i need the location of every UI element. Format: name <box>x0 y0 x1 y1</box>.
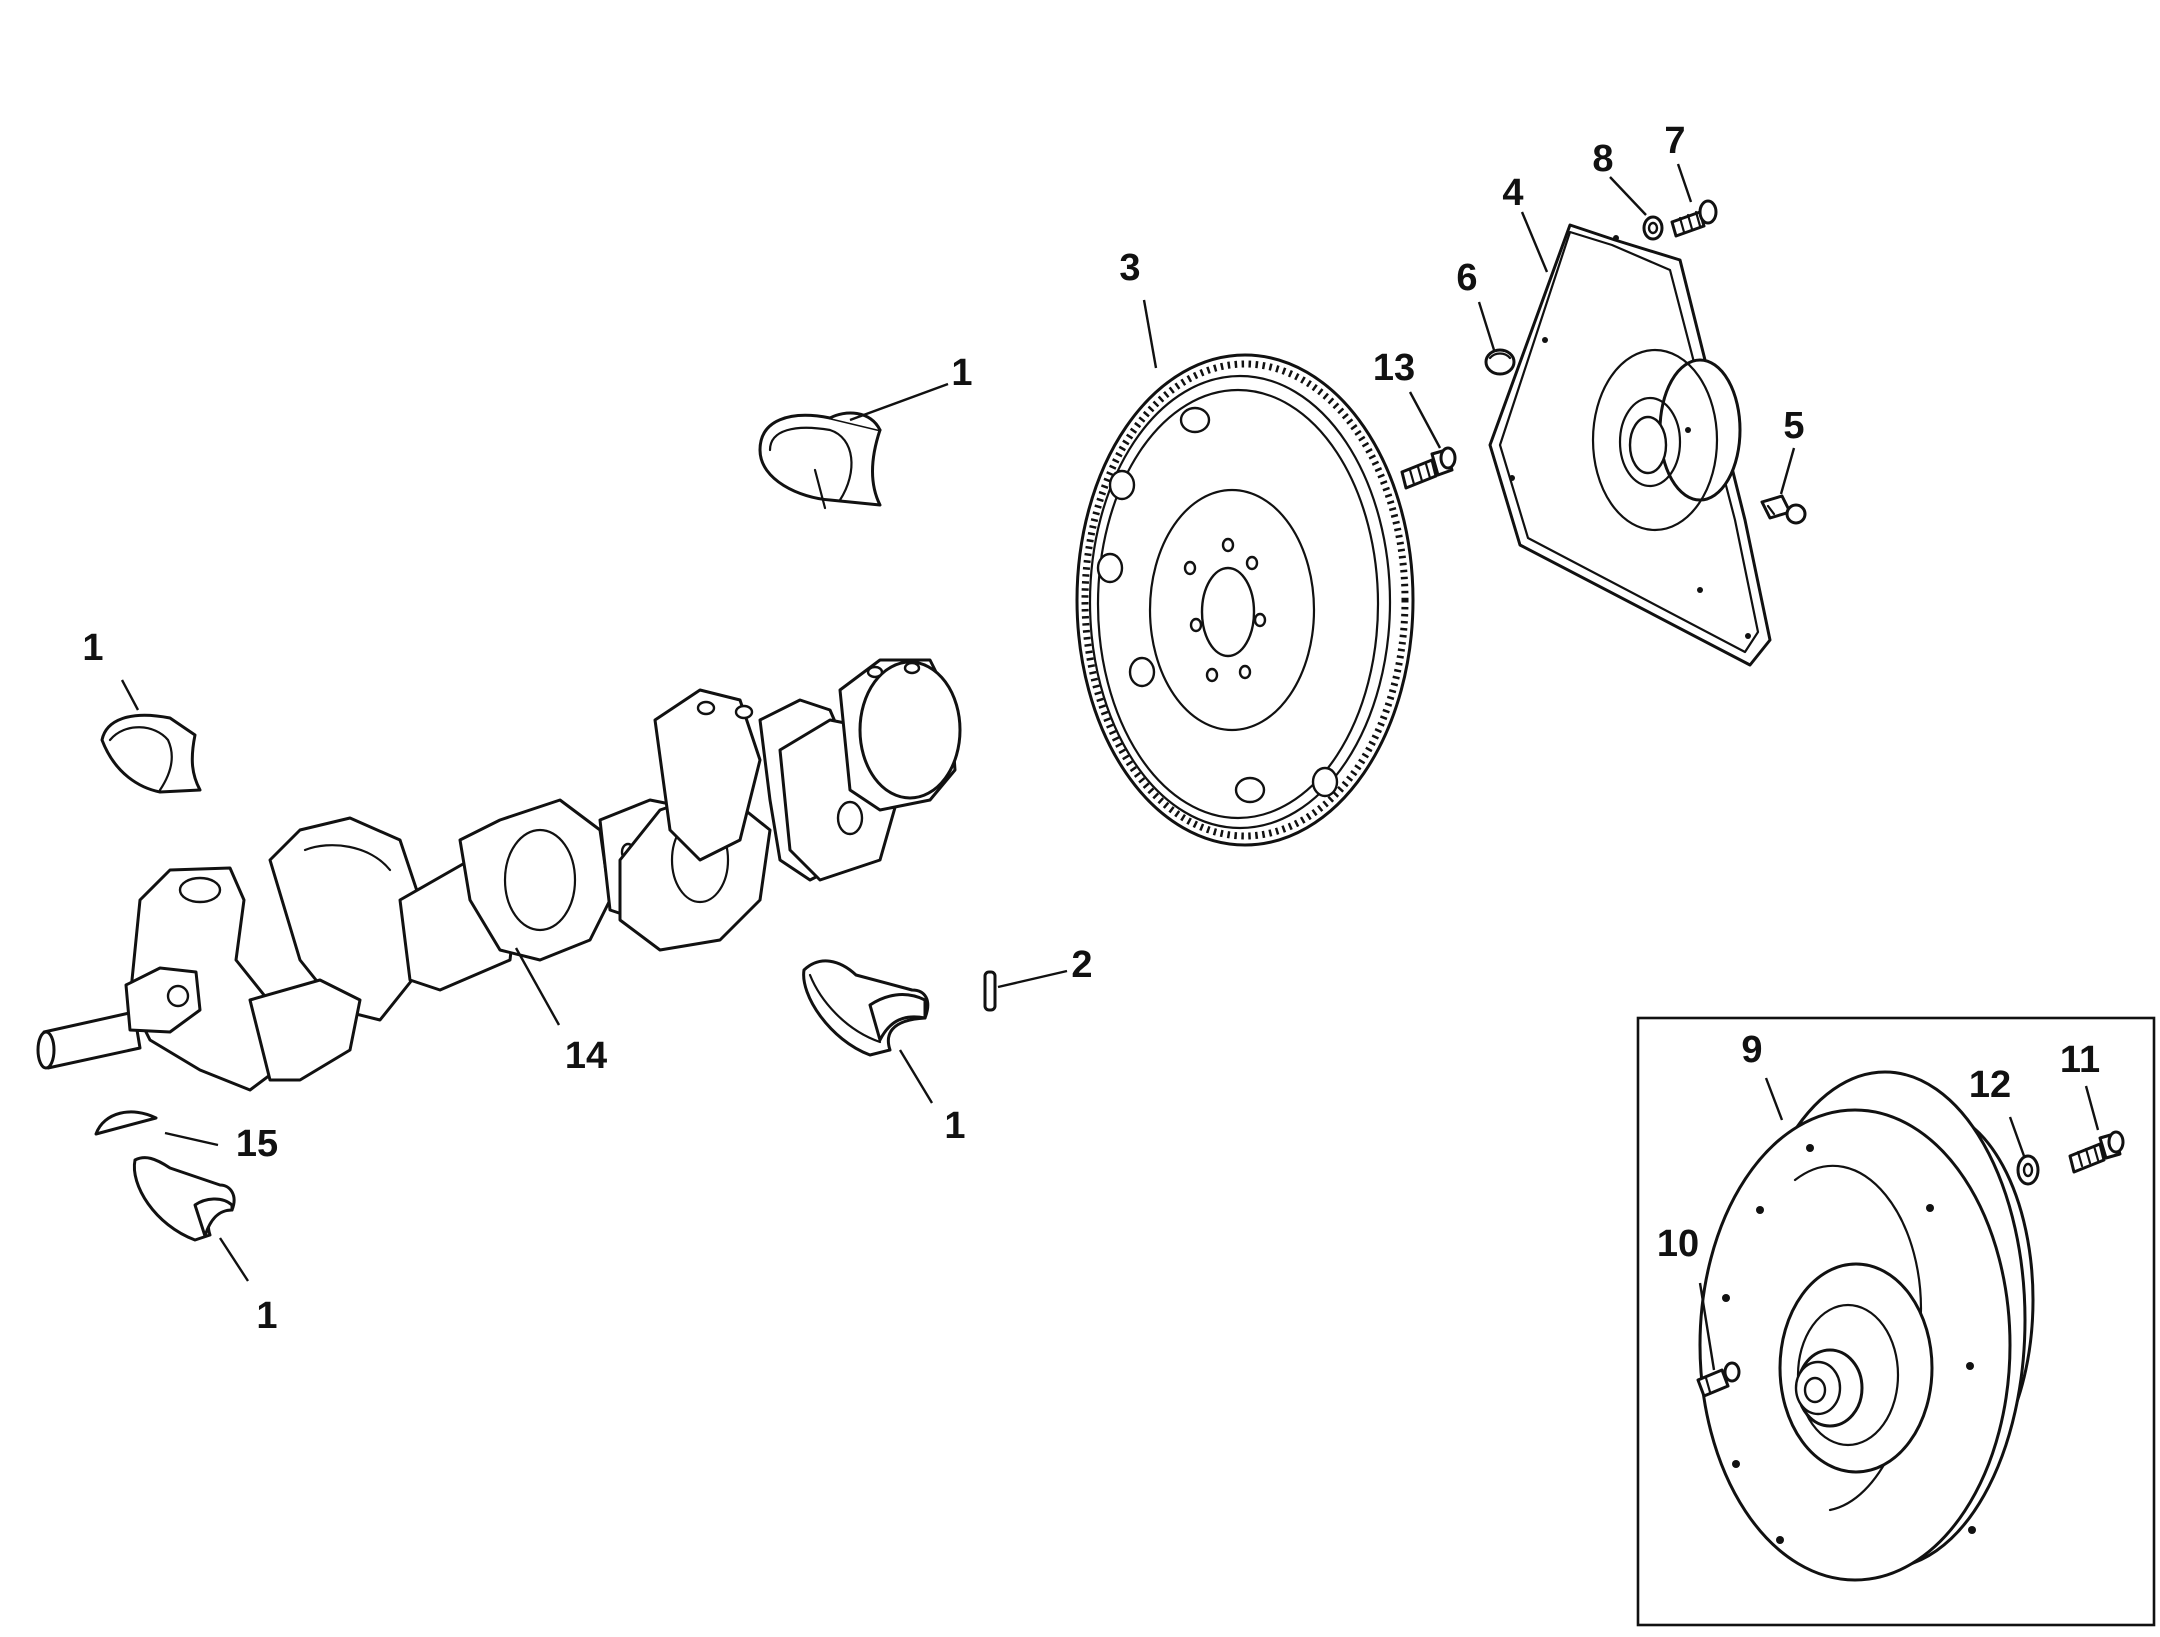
flywheel-bolt <box>1400 446 1457 490</box>
callout-5: 5 <box>1783 405 1804 447</box>
flex-coupling-inset <box>1636 1016 2156 1627</box>
nut <box>1642 215 1664 241</box>
drive-plate <box>1488 223 1772 667</box>
main-bearing-shell-left <box>100 713 202 794</box>
crankshaft <box>36 658 962 1092</box>
main-bearing-shell-lower-left <box>132 1156 236 1242</box>
callout-15: 15 <box>236 1123 278 1165</box>
bolt <box>1670 199 1718 238</box>
drive-plate-bolt <box>1760 494 1807 525</box>
callout-11: 11 <box>2060 1039 2100 1081</box>
flywheel <box>1075 353 1415 847</box>
callout-1-mid: 1 <box>944 1105 965 1147</box>
leader-lines <box>120 163 1796 1282</box>
callout-2: 2 <box>1071 944 1092 986</box>
callout-1-left: 1 <box>82 627 103 669</box>
plug <box>1484 348 1516 376</box>
callout-12: 12 <box>1969 1064 2011 1106</box>
callout-7: 7 <box>1664 120 1685 162</box>
callout-10: 10 <box>1657 1223 1699 1265</box>
dowel-pin <box>983 970 997 1012</box>
main-bearing-shell-lower-mid <box>802 959 930 1057</box>
callout-9: 9 <box>1741 1029 1762 1071</box>
callout-6: 6 <box>1456 257 1477 299</box>
callout-1-lower: 1 <box>256 1295 277 1337</box>
callout-13: 13 <box>1373 347 1415 389</box>
main-bearing-shell-upper <box>758 411 882 510</box>
callout-1-upper: 1 <box>951 352 972 394</box>
callout-3: 3 <box>1119 247 1140 289</box>
woodruff-key <box>94 1110 158 1136</box>
callout-14: 14 <box>565 1035 607 1077</box>
callout-8: 8 <box>1592 138 1613 180</box>
callout-4: 4 <box>1502 172 1523 214</box>
